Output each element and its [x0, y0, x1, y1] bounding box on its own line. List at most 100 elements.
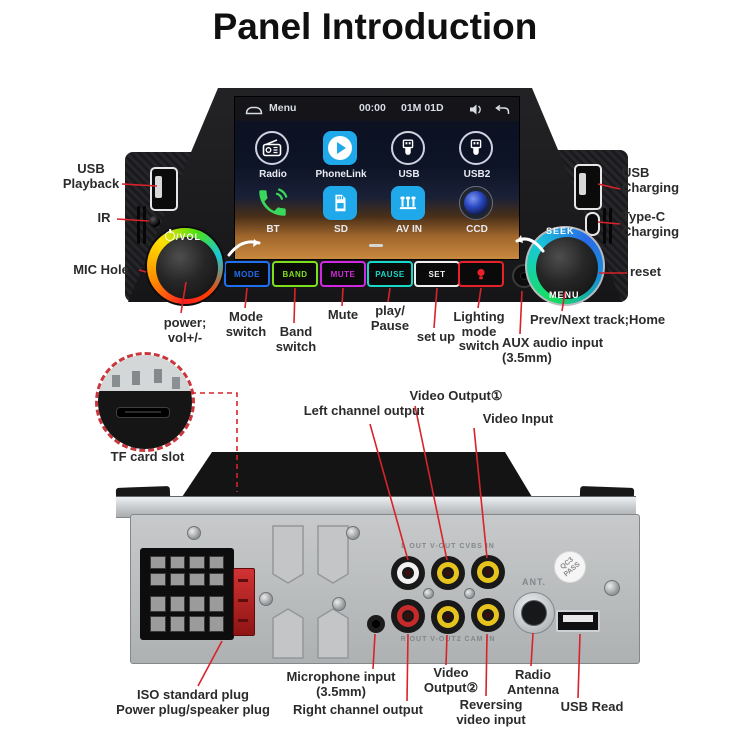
clip-tab: [132, 371, 140, 385]
callout-right-channel: Right channel output: [293, 702, 423, 717]
unit-top-edge: [98, 391, 192, 449]
home-indicator: [369, 244, 383, 247]
callout-video-out1: Video Output①: [409, 388, 503, 403]
callout-usb-read: USB Read: [560, 699, 624, 714]
rca-right-out-red: [391, 599, 425, 633]
callout-lighting: Lighting mode switch: [453, 309, 505, 354]
rear-chassis-top: [182, 452, 532, 497]
callout-mic-in: Microphone input (3.5mm): [286, 669, 396, 699]
speaker-icon: [470, 104, 481, 115]
callout-band: Band switch: [275, 324, 317, 354]
seek-label: SEEK: [546, 226, 575, 236]
callout-reversing: Reversing video input: [456, 697, 526, 727]
tf-card-slot: [116, 407, 170, 418]
mute-button-label: MUTE: [330, 269, 356, 279]
ir-sensor: [149, 216, 160, 227]
rca-left-out-white: [391, 556, 425, 590]
touchscreen: Menu 00:00 01M 01D Radio PhoneLink USB U…: [234, 96, 520, 260]
sd-icon: [323, 186, 359, 222]
app-label: AV IN: [396, 224, 422, 235]
power-vol-label: /VOL: [165, 230, 201, 242]
usb-playback-port: [150, 167, 178, 211]
callout-mute: Mute: [327, 307, 359, 322]
back-icon: [495, 104, 510, 114]
ant-engraved-label: ANT.: [522, 577, 546, 587]
callout-left-channel: Left channel output: [303, 403, 425, 418]
app-label: Radio: [259, 169, 287, 180]
app-label: CCD: [466, 224, 488, 235]
callout-antenna: Radio Antenna: [507, 667, 559, 697]
rca-video-out2-yellow: [431, 600, 465, 634]
screw: [346, 526, 360, 540]
usb-tongue: [155, 176, 162, 198]
tf-slot-magnifier: [95, 352, 195, 452]
power-symbol: [165, 231, 175, 241]
usb2-icon: [459, 131, 495, 167]
callout-video-out2: Video Output②: [423, 665, 479, 695]
pause-button: PAUSE: [367, 261, 413, 287]
mic-input-jack: [367, 615, 385, 633]
callout-set-up: set up: [416, 329, 456, 344]
bt-icon: [255, 186, 291, 222]
menu-label: MENU: [549, 290, 580, 300]
screw: [332, 597, 346, 611]
statusbar-time: 00:00: [359, 102, 386, 114]
vent-slot: [603, 208, 606, 244]
rca-video-in-yellow: [471, 555, 505, 589]
mode-button-label: MODE: [234, 269, 260, 279]
usb-icon: [391, 131, 427, 167]
rca-video-out1-yellow: [431, 556, 465, 590]
callout-usb-charging: USB Charging: [622, 165, 680, 195]
lighting-button: [458, 261, 504, 287]
app-label: PhoneLink: [315, 169, 367, 180]
rca-reversing-in-yellow: [471, 598, 505, 632]
mute-button: MUTE: [320, 261, 366, 287]
statusbar-date: 01M 01D: [401, 102, 444, 114]
usb-read-port: [556, 610, 600, 632]
callout-typec-charging: Type-C Charging: [622, 209, 680, 239]
screw: [259, 592, 273, 606]
callout-play-pause: play/ Pause: [370, 303, 410, 333]
app-label: USB: [398, 169, 420, 180]
page-title: Panel Introduction: [212, 6, 538, 47]
set-button: SET: [414, 261, 460, 287]
statusbar-menu: Menu: [269, 102, 297, 114]
clip-tab: [154, 369, 162, 383]
app-label: BT: [266, 224, 280, 235]
home-icon: [245, 106, 263, 115]
callout-tf-card-slot: TF card slot: [110, 449, 185, 464]
rear-engraved-bottom: R OUT V-OUT2 CAM IN: [400, 636, 496, 643]
vent-slot: [143, 206, 146, 244]
callout-mode: Mode switch: [225, 309, 267, 339]
rear-engraved-top: L OUT V-OUT CVBS IN: [401, 543, 495, 550]
vent-slot: [137, 206, 140, 244]
callout-usb-playback: USB Playback: [62, 161, 120, 191]
radio-antenna-connector: [513, 592, 555, 634]
screw: [423, 588, 434, 599]
statusbar: Menu 00:00 01M 01D: [235, 97, 519, 121]
clip-tab: [172, 377, 180, 389]
screw: [604, 580, 620, 596]
usb-tongue: [579, 173, 586, 195]
iso-connector: [140, 548, 234, 640]
ccd-icon: [459, 186, 495, 222]
callout-video-in: Video Input: [482, 411, 554, 426]
callout-mic-hole: MIC Hole: [73, 262, 129, 277]
band-button: BAND: [272, 261, 318, 287]
av-in-icon: [391, 186, 427, 222]
mode-button: MODE: [224, 261, 270, 287]
callout-ir: IR: [97, 210, 111, 225]
clip-tab: [112, 375, 120, 387]
phonelink-icon: [323, 131, 359, 167]
callout-reset: reset: [630, 264, 662, 279]
radio-icon: [255, 131, 291, 167]
set-button-label: SET: [428, 269, 446, 279]
rotate-arrow-icon: [227, 239, 261, 257]
volume-knob: [145, 226, 225, 306]
callout-power: power; vol+/-: [163, 315, 207, 345]
embossed-arrows: [272, 525, 349, 659]
lamp-icon: [477, 268, 485, 280]
app-label: SD: [334, 224, 348, 235]
rotate-arrow-icon: [515, 235, 545, 253]
